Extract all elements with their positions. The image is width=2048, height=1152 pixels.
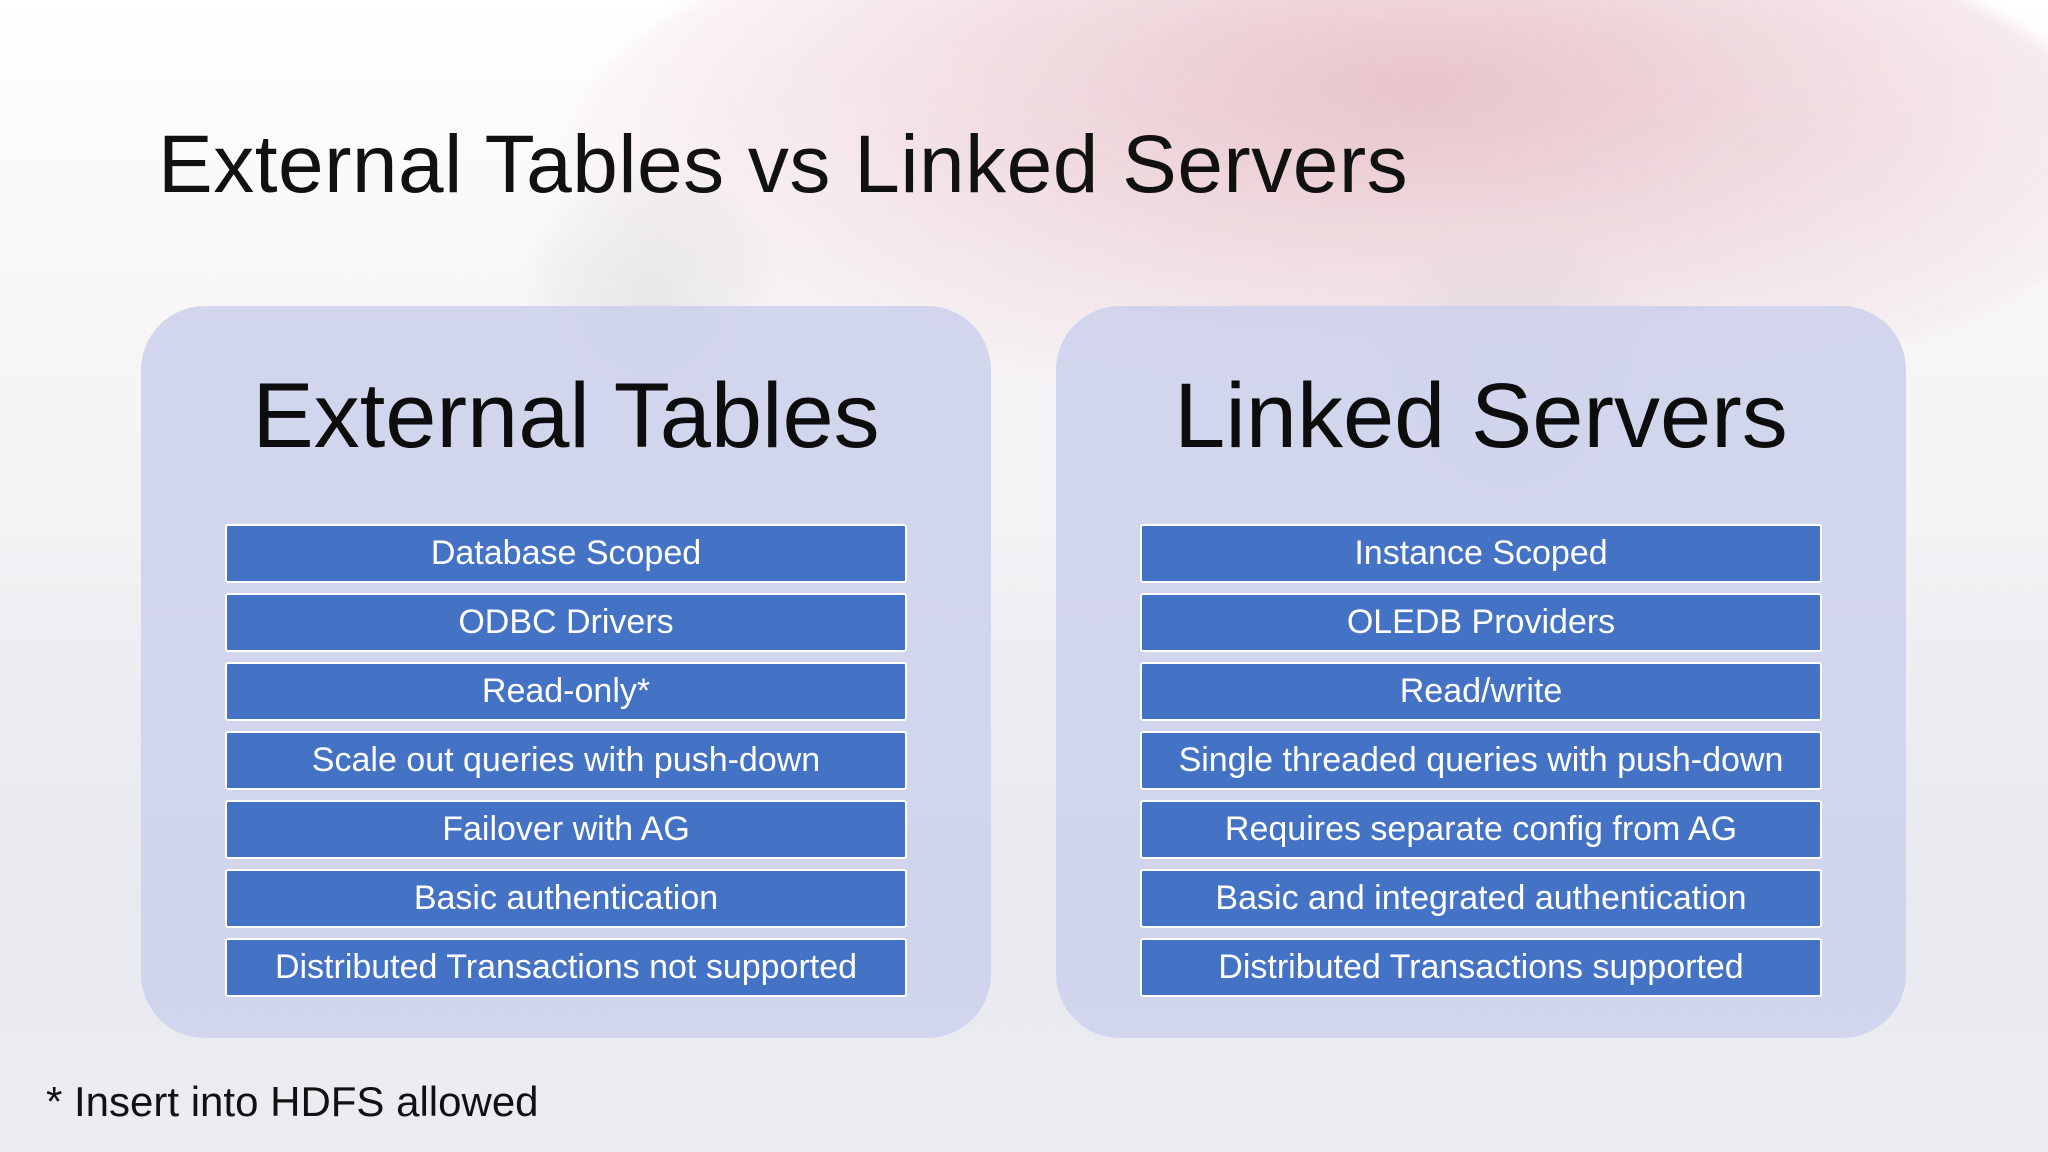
feature-item: Database Scoped [225,524,907,583]
feature-item: Single threaded queries with push-down [1140,731,1822,790]
feature-list: Database Scoped ODBC Drivers Read-only* … [225,524,907,1007]
feature-item: OLEDB Providers [1140,593,1822,652]
linked-servers-panel: Linked Servers Instance Scoped OLEDB Pro… [1056,306,1906,1038]
feature-item: Requires separate config from AG [1140,800,1822,859]
feature-item: Basic and integrated authentication [1140,869,1822,928]
panel-heading: External Tables [252,365,880,467]
feature-item: Read-only* [225,662,907,721]
feature-item: Read/write [1140,662,1822,721]
feature-item: Scale out queries with push-down [225,731,907,790]
feature-list: Instance Scoped OLEDB Providers Read/wri… [1140,524,1822,1007]
feature-item: Failover with AG [225,800,907,859]
panel-heading: Linked Servers [1174,365,1788,467]
slide-title: External Tables vs Linked Servers [158,119,1409,210]
external-tables-panel: External Tables Database Scoped ODBC Dri… [141,306,991,1038]
footnote: * Insert into HDFS allowed [46,1078,539,1125]
feature-item: Instance Scoped [1140,524,1822,583]
feature-item: Distributed Transactions not supported [225,938,907,997]
feature-item: Basic authentication [225,869,907,928]
feature-item: Distributed Transactions supported [1140,938,1822,997]
feature-item: ODBC Drivers [225,593,907,652]
